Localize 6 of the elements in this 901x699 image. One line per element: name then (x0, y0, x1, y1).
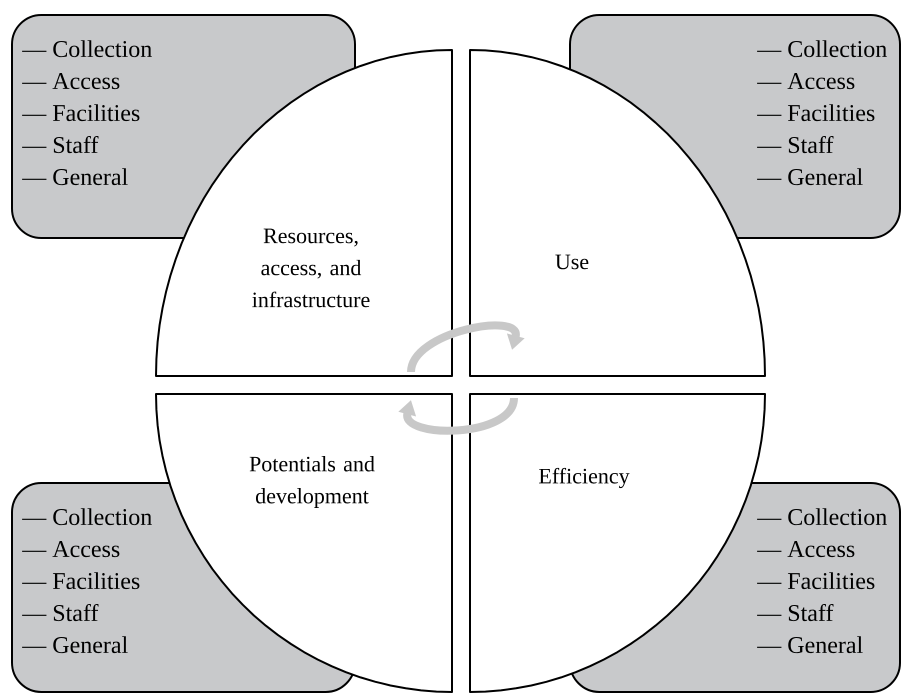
cycle-arrow (398, 397, 518, 435)
cycle-arrow (407, 322, 525, 373)
quadrant: Potentials and development (155, 392, 453, 693)
quadrant: Resources, access, and infrastructure (155, 49, 453, 377)
quadrant: Efficiency (469, 392, 766, 693)
quadrant: Use (469, 49, 766, 377)
